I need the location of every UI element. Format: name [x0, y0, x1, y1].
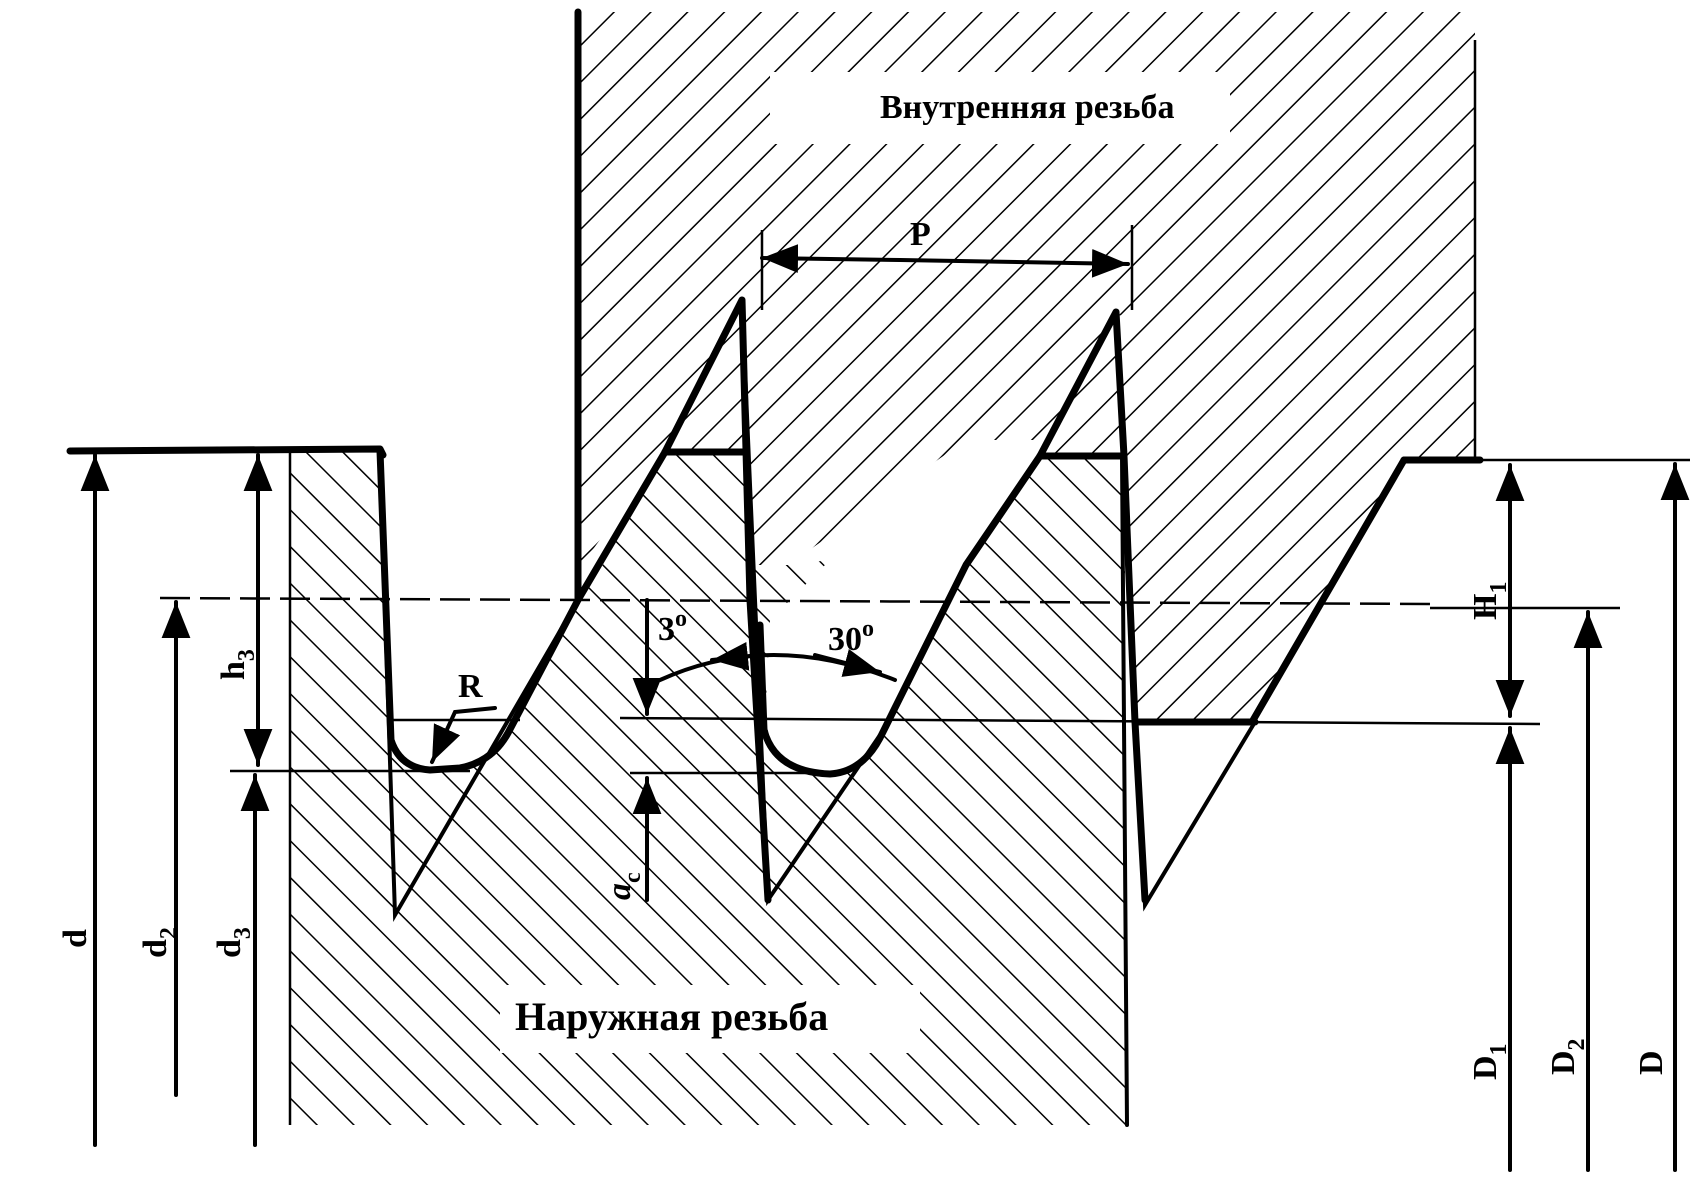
angle-large-label: 30o	[828, 616, 874, 658]
ac-label: ac	[601, 872, 646, 900]
basic-profile-left	[378, 453, 580, 923]
d3-label: d3	[211, 927, 256, 958]
radius-label: R	[458, 668, 483, 705]
angle-small-label: 3o	[658, 606, 687, 648]
internal-thread-body	[578, 12, 1475, 730]
nut-flank-right	[1248, 456, 1408, 726]
D1-label: D1	[1467, 1043, 1512, 1080]
bolt-first-groove	[376, 447, 669, 774]
basic-profile-mid	[740, 298, 882, 907]
pitch-label: P	[910, 216, 931, 253]
external-thread-label: Наружная резьба	[515, 994, 828, 1039]
nut-tip-left	[661, 296, 772, 904]
D2-label: D2	[1545, 1038, 1590, 1075]
D-label: D	[1633, 1050, 1670, 1075]
bolt-right-edge	[1120, 454, 1129, 1127]
internal-thread-label-box	[770, 72, 1230, 144]
internal-thread-label: Внутренняя резьба	[880, 89, 1175, 126]
h3-label: h3	[215, 649, 260, 680]
external-thread-label-box	[500, 985, 920, 1053]
H1-label: H1	[1467, 582, 1512, 620]
dim-pitch-left	[760, 244, 902, 273]
angle-arrow-right	[813, 648, 882, 677]
h1-bottom-line	[619, 716, 1541, 726]
radius-leader	[430, 706, 497, 764]
d-label: d	[57, 929, 94, 948]
d2-label: d2	[137, 927, 182, 958]
dim-pitch-right	[898, 248, 1130, 278]
external-thread-body	[290, 450, 1125, 1125]
basic-profile-right	[1114, 310, 1257, 912]
angle-arrow-left	[710, 641, 762, 671]
pitch-diameter-line	[159, 596, 1431, 606]
